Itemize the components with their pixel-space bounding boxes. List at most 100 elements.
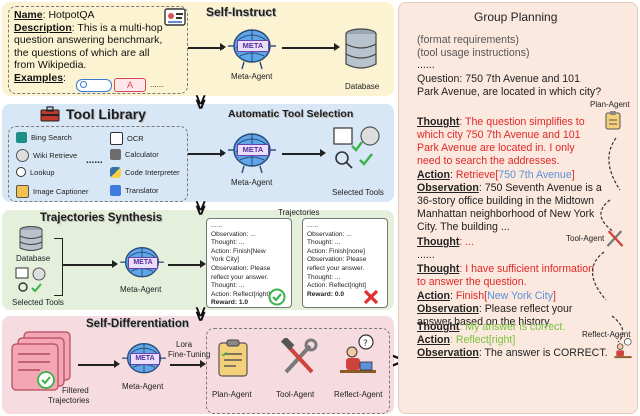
examples-label: Examples [14, 71, 64, 84]
action-2-label: Action [417, 290, 450, 302]
observation-2-line-2: answer based on the history. [417, 316, 552, 328]
arrowhead-agent-to-trajectories [200, 260, 206, 268]
action-2-fn: Finish [455, 290, 485, 302]
selected-tools-icon-2 [15, 267, 46, 293]
meta-agent-label-1: Meta-Agent [231, 72, 273, 81]
observation-1-label: Observation [417, 182, 479, 194]
traj2-reward: Reward: 0.0 [307, 290, 345, 298]
database-label-2: Database [16, 254, 51, 263]
meta-logo-3: META [128, 257, 158, 269]
question-line-1: Question: 750 7th Avenue and 101 [417, 73, 580, 85]
thought-3-text-1: : I have sufficient information [459, 263, 595, 275]
action-1: Action: Retrieve[750 7th Avenue] [417, 169, 575, 181]
name-label: Name [14, 9, 43, 21]
self-instruct-panel [2, 2, 394, 96]
svg-text:?: ? [363, 339, 368, 349]
observation-3-label: Observation [417, 347, 479, 359]
chevron-down-icon-1: >> [190, 94, 211, 104]
selected-tools-label-1: Selected Tools [332, 188, 384, 197]
reflect-person-icon: ? [340, 334, 376, 373]
traj1-line-0: ...... [211, 222, 222, 229]
wrench-hammer-icon-2 [606, 230, 624, 247]
arrowhead-task-to-agent [220, 43, 226, 51]
arrow-agent-to-trajectories [168, 264, 202, 266]
specialist-agents-box [206, 328, 390, 414]
traj2-line-3: Action: Finish[none] [307, 247, 365, 255]
arrow-agent-to-specialists [170, 364, 202, 366]
thought-2: Thought: ... [417, 236, 474, 249]
lookup-icon [16, 167, 26, 177]
flow-arrows [591, 137, 624, 343]
tool-label: Code Interpreter [125, 168, 180, 177]
self-differentiation-title: Self-Differentiation [86, 318, 189, 330]
chevron-down-icon-2: >> [190, 200, 211, 210]
selected-tools-icon [333, 126, 380, 169]
action-3-label: Action [417, 334, 450, 346]
thought-1-line-1: Thought: The question simplifies to [417, 116, 585, 129]
name-value: HotpotQA [48, 9, 95, 21]
meta-agent-label-2: Meta-Agent [231, 178, 273, 187]
lora-label: Lora [176, 340, 193, 349]
observation-1-line-3: Manhattan neighborhood of New York [417, 208, 595, 220]
tool-image-captioner: Image Captioner [16, 185, 88, 198]
filtered-label-1: Filtered [62, 386, 89, 395]
trajectory-card-success: ...... Observation: ... Thought: ... Act… [206, 218, 292, 308]
reflect-agent-label-1: Reflect-Agent [334, 390, 383, 399]
meta-logo-2: META [237, 144, 269, 156]
tool-wiki-retrieve: Wiki Retrieve [16, 149, 77, 162]
reflect-person-icon-2 [614, 338, 632, 359]
filtered-trajectories-icon [11, 331, 71, 391]
check-circle-icon [268, 288, 286, 306]
database-label-1: Database [345, 82, 380, 91]
tool-agent-label-2: Tool-Agent [566, 234, 605, 243]
tool-code-interpreter: Code Interpreter [110, 167, 180, 178]
meta-agent-label-4: Meta-Agent [122, 382, 164, 391]
traj1-line-3: Action: Finish[New [211, 247, 266, 255]
tool-label: Wiki Retrieve [33, 151, 78, 160]
tool-calculator: Calculator [110, 149, 159, 160]
automatic-tool-selection-title: Automatic Tool Selection [228, 108, 354, 120]
tool-label: Lookup [30, 167, 55, 177]
ellipsis-2: ...... [417, 249, 435, 261]
ocr-icon [110, 132, 123, 145]
thought-3-label: Thought [417, 263, 460, 275]
filtered-label-2: Trajectories [48, 396, 90, 405]
format-requirements: (format requirements) [417, 34, 519, 46]
traj1-line-1: Observation: ... [211, 230, 256, 238]
thought-4: Thought: My answer is correct. [417, 321, 565, 334]
action-1-fn: Retrieve [455, 169, 496, 181]
observation-1-line-1: Observation: 750 Seventh Avenue is a [417, 182, 602, 195]
arrow-inputs-to-agent [62, 264, 114, 266]
thought-2-text: : ... [459, 236, 475, 248]
action-3-text: : Reflect[right] [449, 334, 516, 346]
tool-label: Image Captioner [33, 187, 89, 196]
tool-label: Translator [125, 186, 159, 195]
trajectories-synthesis-title: Trajectories Synthesis [40, 212, 163, 224]
tool-library-box [8, 126, 188, 202]
traj1-line-4: York City] [211, 256, 239, 264]
task-text: Name: HotpotQA Description: This is a mu… [14, 9, 184, 85]
thought-3-line-2: to answer the question. [417, 276, 527, 288]
tool-dots: ...... [86, 155, 103, 166]
traj2-line-0: ...... [307, 222, 318, 229]
traj2-line-5: reflect your answer. [307, 264, 365, 272]
task-description-box [8, 6, 188, 94]
thought-3-line-1: Thought: I have sufficient information [417, 263, 594, 276]
clipboard-icon [218, 339, 248, 377]
traj2-line-2: Thought: ... [307, 239, 341, 247]
bing-icon [16, 132, 27, 143]
observation-1-line-2: 36-story office building in the Midtown [417, 195, 595, 207]
wikipedia-icon [16, 149, 29, 162]
observation-1-text-1: : 750 Seventh Avenue is a [478, 182, 602, 194]
python-icon [110, 167, 121, 178]
arrow-agent-to-selected [282, 153, 322, 155]
thought-1-line-4: need to search the addresses. [417, 155, 560, 167]
description-line-3: the questions of which are all [14, 46, 150, 59]
reflect-agent-label-2: Reflect-Agent [582, 330, 631, 339]
group-planning-title: Group Planning [474, 10, 558, 24]
tool-label: Bing Search [31, 133, 72, 142]
thought-1-line-2: which city 750 7th Avenue and 101 [417, 129, 581, 141]
arrowhead-agent-to-db [334, 43, 340, 51]
selected-tools-label-2: Selected Tools [12, 298, 64, 307]
thought-2-label: Thought [417, 236, 460, 248]
